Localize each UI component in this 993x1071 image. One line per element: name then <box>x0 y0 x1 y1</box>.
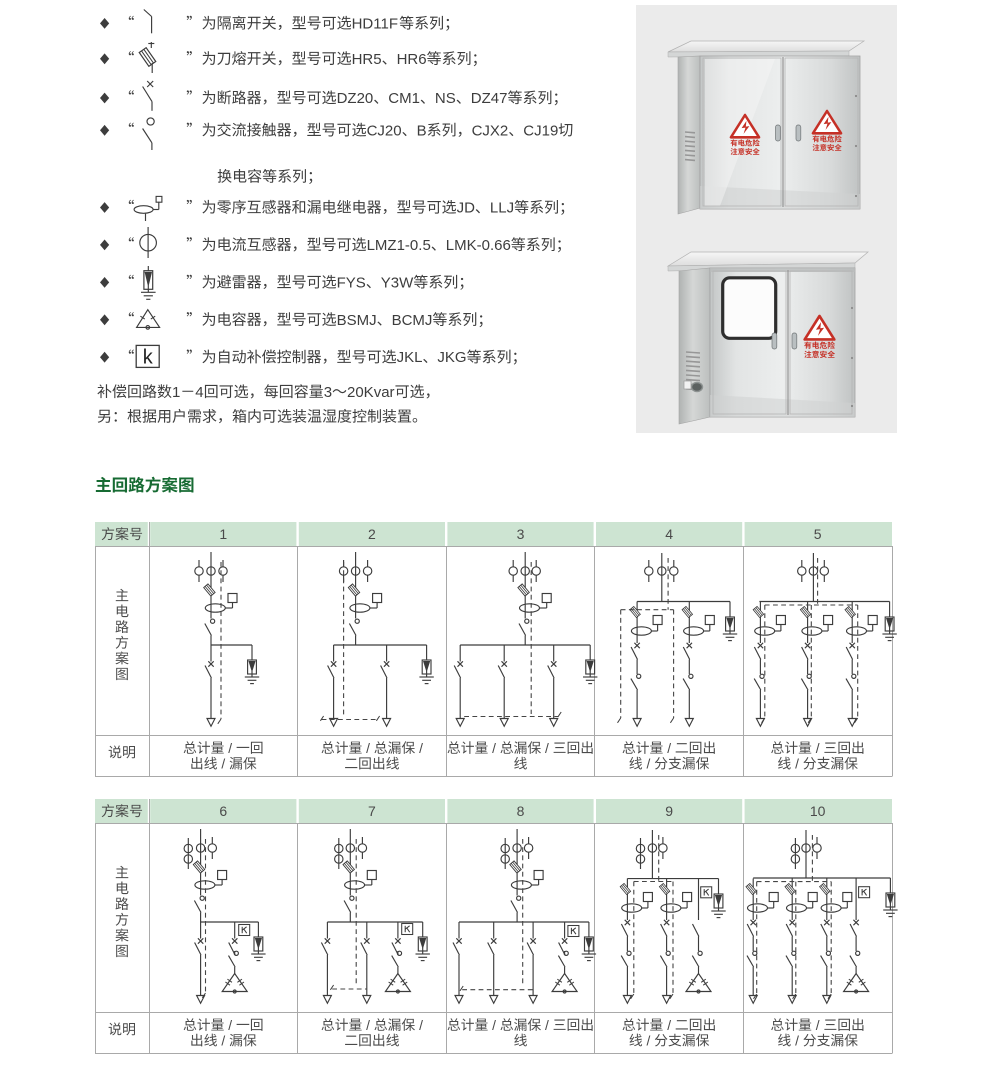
svg-text:LMZ1-0.5: LMZ1-0.5 <box>367 237 431 254</box>
svg-text:k: k <box>143 347 154 369</box>
svg-text:/: / <box>228 1018 232 1033</box>
svg-text:5: 5 <box>814 526 822 542</box>
svg-text:B: B <box>417 122 427 139</box>
svg-text:/: / <box>221 756 225 771</box>
svg-text:BSMJ: BSMJ <box>337 312 377 329</box>
svg-text:/: / <box>492 741 496 756</box>
svg-text:FYS: FYS <box>337 274 366 291</box>
svg-text:JKL: JKL <box>397 349 423 366</box>
svg-text:DZ20: DZ20 <box>337 90 374 107</box>
svg-text:/: / <box>366 1018 370 1033</box>
svg-text:/: / <box>647 756 651 771</box>
svg-text:/: / <box>816 1018 820 1033</box>
svg-text:/: / <box>221 1033 225 1048</box>
svg-text:CJ20: CJ20 <box>367 122 402 139</box>
svg-text:3: 3 <box>324 384 332 401</box>
svg-text:/: / <box>545 1018 549 1033</box>
svg-text:/: / <box>492 1018 496 1033</box>
svg-text:CJ19: CJ19 <box>523 122 558 139</box>
svg-text:4: 4 <box>195 384 203 401</box>
svg-text:CM1: CM1 <box>388 90 420 107</box>
svg-text:/: / <box>795 1033 799 1048</box>
svg-text:/: / <box>667 741 671 756</box>
svg-text:LLJ: LLJ <box>490 200 514 217</box>
svg-text:HR5: HR5 <box>352 51 382 68</box>
svg-text:/: / <box>816 741 820 756</box>
svg-text:HD11F: HD11F <box>352 15 398 32</box>
svg-text:7: 7 <box>368 803 376 819</box>
svg-text:DZ47: DZ47 <box>471 90 508 107</box>
svg-text:4: 4 <box>665 526 673 542</box>
svg-text:9: 9 <box>665 803 673 819</box>
svg-text:1: 1 <box>219 526 227 542</box>
svg-text:/: / <box>795 756 799 771</box>
svg-text:/: / <box>647 1033 651 1048</box>
svg-text:CJX2: CJX2 <box>472 122 509 139</box>
svg-text:10: 10 <box>810 803 826 819</box>
svg-text:NS: NS <box>435 90 456 107</box>
svg-text:/: / <box>228 741 232 756</box>
svg-text:6: 6 <box>219 803 227 819</box>
svg-text:LMK-0.66: LMK-0.66 <box>446 237 511 254</box>
svg-text:1: 1 <box>172 384 180 401</box>
svg-text:8: 8 <box>517 803 525 819</box>
svg-text:20Kvar: 20Kvar <box>347 384 395 401</box>
svg-text:JD: JD <box>457 200 476 217</box>
svg-text:2: 2 <box>368 526 376 542</box>
svg-text:/: / <box>366 741 370 756</box>
svg-text:/: / <box>419 1018 423 1033</box>
svg-text:/: / <box>545 741 549 756</box>
svg-text:/: / <box>419 741 423 756</box>
svg-text:BCMJ: BCMJ <box>392 312 433 329</box>
svg-text:Y3W: Y3W <box>381 274 414 291</box>
svg-text:3: 3 <box>517 526 525 542</box>
svg-text:JKG: JKG <box>437 349 466 366</box>
svg-text:HR6: HR6 <box>397 51 427 68</box>
svg-text:/: / <box>667 1018 671 1033</box>
